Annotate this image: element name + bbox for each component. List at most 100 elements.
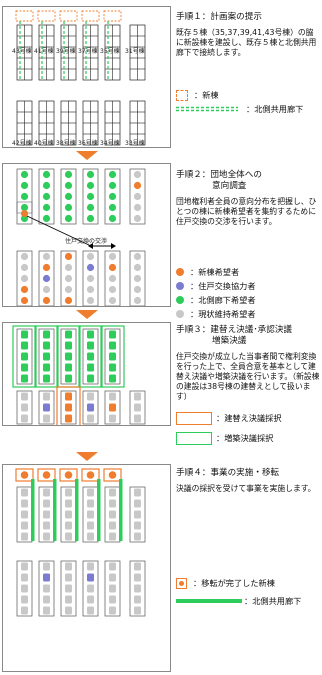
relocated-building-swatch bbox=[176, 577, 187, 589]
building-label-south: 38号棟 bbox=[56, 139, 76, 147]
resident-dot bbox=[108, 181, 117, 190]
new-building-outline bbox=[37, 10, 56, 22]
resident-unit bbox=[65, 499, 72, 508]
resident-unit bbox=[21, 606, 28, 615]
resident-dot bbox=[20, 214, 29, 223]
resident-dot bbox=[86, 203, 95, 212]
resident-dot bbox=[86, 274, 95, 283]
resident-unit bbox=[134, 521, 141, 530]
resident-unit bbox=[43, 521, 50, 530]
step3-title-line2: 増築決議 bbox=[212, 336, 247, 346]
resident-unit bbox=[87, 573, 94, 582]
orange-dot-icon bbox=[176, 268, 184, 276]
resident-unit bbox=[43, 532, 50, 541]
resident-unit bbox=[43, 330, 50, 339]
resident-unit bbox=[109, 606, 116, 615]
resident-unit bbox=[43, 392, 50, 401]
legend-relocated-new-building: ：移転が完了した新棟 bbox=[176, 573, 322, 593]
resident-unit bbox=[87, 499, 94, 508]
resident-dot bbox=[133, 203, 142, 212]
resident-dot bbox=[20, 192, 29, 201]
resident-unit bbox=[87, 374, 94, 383]
step3-text: 手順３：建替え決議･承認決議 増築決議 住戸交換が成立した当事者間で権利変換を行… bbox=[176, 325, 320, 402]
step3-plan-drawing bbox=[12, 325, 146, 425]
relocated-unit-dot bbox=[42, 471, 51, 479]
resident-unit bbox=[65, 595, 72, 604]
step3-site-plan bbox=[2, 322, 171, 426]
step1-body: 既存５棟（35,37,39,41,43号棟）の脇に新設棟を建設し、既存５棟と北側… bbox=[176, 28, 317, 57]
resident-unit bbox=[43, 510, 50, 519]
resident-unit bbox=[43, 595, 50, 604]
resident-unit bbox=[134, 414, 141, 423]
resident-unit bbox=[109, 595, 116, 604]
resident-unit bbox=[87, 352, 94, 361]
resident-unit bbox=[65, 392, 72, 401]
resident-dot bbox=[42, 214, 51, 223]
resident-dot bbox=[86, 263, 95, 272]
resident-dot bbox=[64, 296, 73, 305]
resident-dot bbox=[86, 192, 95, 201]
north-corridor-solid bbox=[31, 479, 35, 541]
resident-unit bbox=[43, 606, 50, 615]
resident-dot bbox=[64, 203, 73, 212]
north-corridor-solid-swatch bbox=[176, 599, 242, 603]
resident-dot bbox=[42, 296, 51, 305]
building-label-south: 36号棟 bbox=[78, 139, 98, 147]
resident-unit bbox=[65, 521, 72, 530]
exchange-negotiation-label: 住戸交換の交渉 bbox=[65, 237, 107, 245]
resident-unit bbox=[109, 532, 116, 541]
resident-unit bbox=[134, 573, 141, 582]
resident-dot bbox=[42, 170, 51, 179]
resident-unit bbox=[65, 363, 72, 372]
resident-unit bbox=[87, 562, 94, 571]
resident-unit bbox=[87, 521, 94, 530]
resident-dot bbox=[42, 252, 51, 261]
resident-unit bbox=[43, 363, 50, 372]
arrow-head bbox=[88, 243, 93, 249]
rebuild-resolution-swatch bbox=[176, 411, 212, 425]
resident-unit bbox=[109, 330, 116, 339]
building-label-south: 42号棟 bbox=[12, 139, 32, 147]
legend-north-corridor-solid: ：北側共用廊下 bbox=[176, 593, 322, 609]
extension-resolution-box bbox=[34, 325, 59, 388]
step1-plan-drawing: 43号棟42号棟41号棟40号棟39号棟38号棟37号棟36号棟35号棟34号棟… bbox=[12, 10, 146, 147]
down-arrow-3 bbox=[76, 452, 98, 461]
resident-unit bbox=[65, 488, 72, 497]
down-arrow-1 bbox=[76, 151, 98, 160]
resident-dot bbox=[42, 263, 51, 272]
resident-dot bbox=[133, 192, 142, 201]
step1-legend: ：新棟 ：北側共用廊下 bbox=[176, 88, 322, 116]
resident-unit bbox=[134, 532, 141, 541]
resident-unit bbox=[43, 414, 50, 423]
resident-dot bbox=[42, 285, 51, 294]
resident-dot bbox=[20, 263, 29, 272]
relocated-unit-dot bbox=[86, 471, 95, 479]
resident-dot bbox=[108, 263, 117, 272]
resident-dot bbox=[133, 214, 142, 223]
resident-unit bbox=[43, 341, 50, 350]
resident-unit bbox=[21, 341, 28, 350]
resident-dot bbox=[108, 274, 117, 283]
resident-dot bbox=[64, 214, 73, 223]
resident-dot bbox=[86, 214, 95, 223]
resident-dot bbox=[64, 192, 73, 201]
step4-text: 手順４：事業の実施・移転 決議の採択を受けて事業を実施します。 bbox=[176, 468, 320, 494]
step4-title: 手順４：事業の実施・移転 bbox=[176, 468, 280, 478]
legend-exchange-cooperator-label: ：住戸交換協力者 bbox=[190, 281, 256, 291]
building-label-north: 41号棟 bbox=[34, 47, 54, 55]
resident-unit bbox=[65, 606, 72, 615]
resident-dot bbox=[86, 285, 95, 294]
legend-rebuild-resolution: ：建替え決議採択 bbox=[176, 408, 322, 428]
legend-extension-resolution: ：増築決議採択 bbox=[176, 428, 322, 448]
building-label-south: 33号棟 bbox=[125, 139, 145, 147]
step2-plan-drawing: 住戸交換の交渉 bbox=[16, 168, 146, 306]
resident-unit bbox=[21, 403, 28, 412]
resident-unit bbox=[134, 595, 141, 604]
resident-unit bbox=[87, 403, 94, 412]
resident-unit bbox=[21, 352, 28, 361]
resident-unit bbox=[43, 488, 50, 497]
step2-site-plan: 住戸交換の交渉 bbox=[2, 163, 171, 307]
resident-dot bbox=[108, 214, 117, 223]
resident-unit bbox=[87, 532, 94, 541]
resident-unit bbox=[21, 521, 28, 530]
